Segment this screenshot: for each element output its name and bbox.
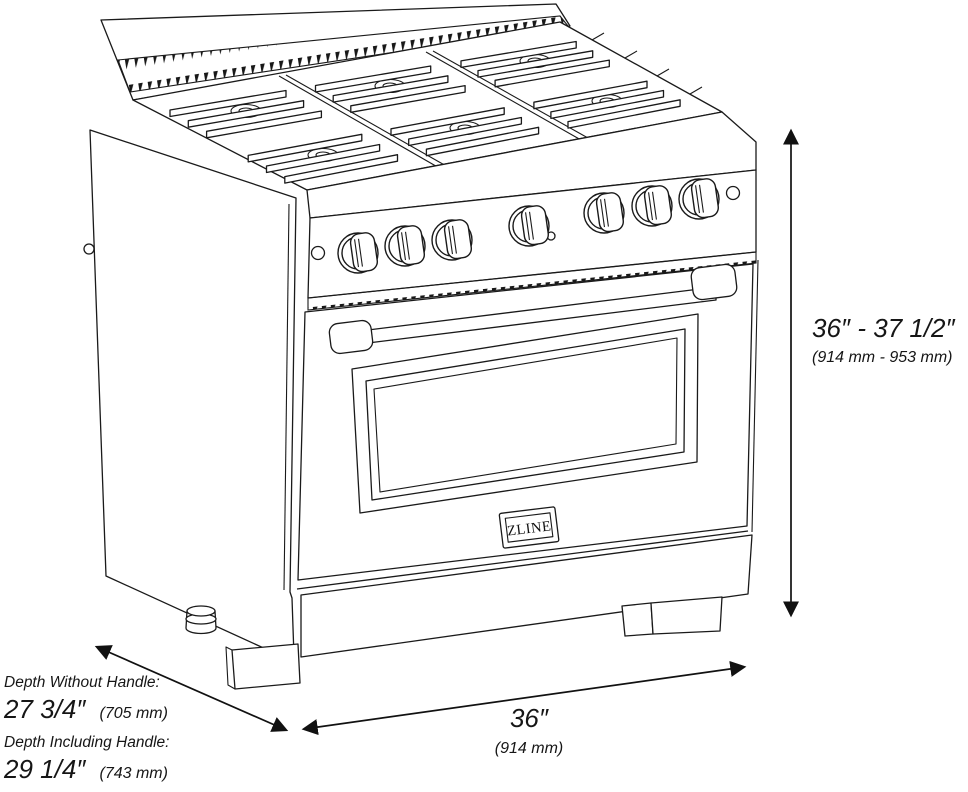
width-imperial: 36″ [509, 703, 549, 733]
leveling-foot [185, 605, 217, 635]
panel-screw-left [310, 245, 326, 261]
depth-without-handle-imperial: 27 3/4″ [4, 693, 86, 724]
burner-knob [583, 190, 626, 234]
oven-door: ZLINE [297, 259, 759, 581]
depth-dimension-arrow [94, 645, 289, 732]
front-left-foot [225, 643, 301, 690]
burner-knob [678, 176, 721, 220]
zline-logo-text: ZLINE [506, 518, 552, 539]
zline-badge: ZLINE [498, 506, 560, 549]
dimension-arrows [94, 128, 800, 736]
depth-including-handle-label: Depth Including Handle: 29 1/4″ (743 mm) [4, 734, 169, 784]
oven-vent-strip [307, 251, 757, 311]
depth-without-handle-title: Depth Without Handle: [4, 674, 160, 691]
width-dimension-arrow [301, 660, 747, 736]
width-dimension-label: 36″ (914 mm) [444, 703, 614, 758]
backguard-rail [100, 3, 571, 101]
storage-drawer [296, 530, 753, 658]
side-panel [83, 129, 297, 658]
handle-end-cap-right [690, 263, 738, 301]
front-right-foot [621, 596, 723, 637]
width-metric: (914 mm) [494, 739, 564, 757]
depth-including-handle-title: Depth Including Handle: [4, 734, 170, 751]
depth-without-handle-metric: (705 mm) [99, 704, 168, 722]
oven-window [351, 313, 699, 514]
grate-divider [278, 50, 589, 170]
burner-grates [169, 32, 703, 184]
burner-knob [337, 230, 380, 274]
cooktop-front-rail [306, 111, 757, 219]
burner-knob [431, 217, 474, 261]
handle-end-cap-left [328, 319, 374, 355]
oven-door-handle [328, 263, 738, 355]
height-dimension-label: 36″ - 37 1/2″ (914 mm - 953 mm) [812, 313, 955, 367]
panel-screw-right [725, 185, 741, 201]
height-metric: (914 mm - 953 mm) [812, 348, 953, 366]
oven-knob [508, 203, 551, 247]
height-imperial: 36″ - 37 1/2″ [812, 313, 955, 343]
depth-including-handle-metric: (743 mm) [99, 764, 168, 782]
depth-without-handle-label: Depth Without Handle: 27 3/4″ (705 mm) [4, 674, 168, 724]
burner-knob [631, 183, 674, 227]
gas-inlet [83, 243, 95, 255]
depth-including-handle-imperial: 29 1/4″ [4, 753, 86, 784]
burner-knob [384, 223, 427, 267]
